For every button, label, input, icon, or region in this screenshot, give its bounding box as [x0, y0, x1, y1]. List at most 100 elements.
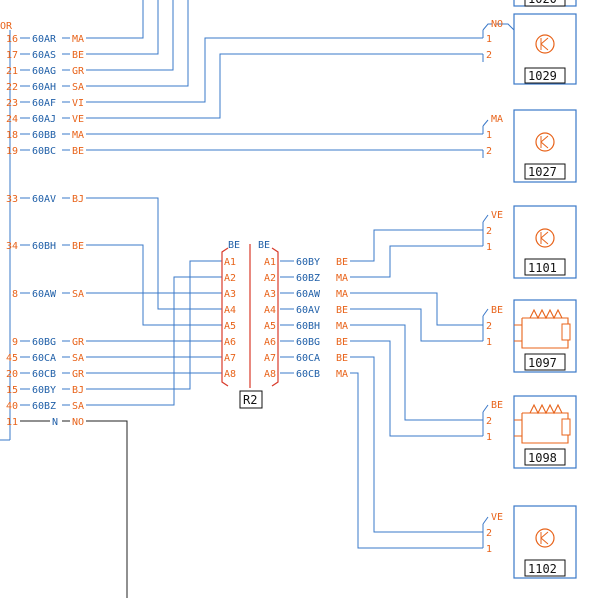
- net-label: 60AF: [32, 98, 56, 109]
- transistor-icon: [535, 228, 555, 248]
- transistor-icon: [535, 132, 555, 152]
- color-code: GR: [72, 369, 85, 380]
- net-label: 60AJ: [32, 114, 56, 125]
- left-row-60AG[interactable]: 21 60AG GR: [6, 66, 85, 77]
- splice-r2[interactable]: BE BE A1 A2 A3 A4 A5 A6 A7 A8 A1 A2 A3 A…: [221, 240, 348, 409]
- splice-right-bracket: [271, 247, 279, 387]
- net-label: 60BH: [296, 321, 320, 332]
- component-color: BE: [491, 305, 503, 316]
- pin-number: 20: [6, 369, 18, 380]
- color-code: BE: [336, 305, 348, 316]
- left-row-60AF[interactable]: 23 60AF VI: [6, 98, 84, 109]
- color-code: BE: [336, 337, 348, 348]
- component-box: [513, 13, 577, 85]
- component-1029[interactable]: NO 1 2 1029: [482, 13, 577, 85]
- component-color: VE: [491, 210, 503, 221]
- pin-number: 24: [6, 114, 18, 125]
- left-row-60AW[interactable]: 8 60AW SA: [12, 289, 84, 300]
- left-row-60BH[interactable]: 34 60BH BE: [6, 241, 84, 252]
- splice-pin: A4: [224, 305, 236, 316]
- left-row-60AR[interactable]: 16 60AR MA: [6, 34, 84, 45]
- color-code: VE: [72, 114, 84, 125]
- net-label: 60CA: [32, 353, 56, 364]
- splice-pin: A8: [264, 369, 276, 380]
- pin-number: 22: [6, 82, 18, 93]
- color-code: BE: [72, 50, 84, 61]
- pin-number: 21: [6, 66, 18, 77]
- net-label: 60AV: [32, 194, 56, 205]
- component-id: 1097: [528, 356, 557, 370]
- color-code: MA: [72, 130, 84, 141]
- left-row-60CB[interactable]: 20 60CB GR: [6, 369, 85, 380]
- splice-right-rows: 60BY BE 60BZ MA 60AW MA 60AV BE 60BH MA …: [280, 257, 348, 380]
- component-id: 1029: [528, 69, 557, 83]
- component-1020[interactable]: 1020: [513, 0, 577, 7]
- wires: [20, 0, 483, 598]
- left-row-60AS[interactable]: 17 60AS BE: [6, 50, 84, 61]
- pin-number: 23: [6, 98, 18, 109]
- component-pin: 1: [486, 432, 492, 443]
- component-id-box: [524, 448, 566, 466]
- splice-pin: A2: [264, 273, 276, 284]
- left-row-60BZ[interactable]: 40 60BZ SA: [6, 401, 84, 412]
- component-id: 1020: [528, 0, 557, 6]
- splice-pin: A4: [264, 305, 276, 316]
- left-row-60AJ[interactable]: 24 60AJ VE: [6, 114, 84, 125]
- color-code: MA: [72, 34, 84, 45]
- pin-number: 40: [6, 401, 18, 412]
- color-code: MA: [336, 289, 348, 300]
- left-row-N[interactable]: 11 N NO: [6, 417, 84, 428]
- pin-number: 45: [6, 353, 18, 364]
- component-1098[interactable]: BE 2 1 1098: [482, 395, 577, 469]
- component-color: VE: [491, 512, 503, 523]
- pin-number: 18: [6, 130, 18, 141]
- component-1101[interactable]: VE 2 1 1101: [482, 205, 577, 279]
- component-color: NO: [491, 19, 503, 30]
- component-id-box: [524, 258, 566, 276]
- left-row-60BY[interactable]: 15 60BY BJ: [6, 385, 84, 396]
- left-row-60BC[interactable]: 19 60BC BE: [6, 146, 84, 157]
- net-label: N: [52, 417, 58, 428]
- component-pin: 2: [486, 146, 492, 157]
- left-lead-segments: [20, 37, 70, 406]
- wire-60AJ: [86, 53, 483, 119]
- connector-bracket: [482, 308, 489, 341]
- wire-60AF: [86, 37, 483, 103]
- net-label: 60BY: [296, 257, 320, 268]
- left-row-60BG[interactable]: 9 60BG GR: [12, 337, 85, 348]
- splice-pin: A1: [224, 257, 236, 268]
- connector-bracket: [482, 516, 489, 548]
- splice-pin: A2: [224, 273, 236, 284]
- component-id: 1101: [528, 261, 557, 275]
- component-pin: 2: [486, 528, 492, 539]
- left-row-60AV[interactable]: 33 60AV BJ: [6, 194, 84, 205]
- wire-60CA-out: [350, 356, 483, 533]
- net-label: 60BG: [296, 337, 320, 348]
- color-code: BE: [72, 241, 84, 252]
- component-pin: 2: [486, 416, 492, 427]
- transistor-icon: [535, 528, 555, 548]
- transistor-symbol: [540, 135, 549, 149]
- component-1102[interactable]: VE 2 1 1102: [482, 505, 577, 579]
- component-id-box: [524, 67, 566, 84]
- left-row-60AH[interactable]: 22 60AH SA: [6, 82, 84, 93]
- component-id: 1027: [528, 165, 557, 179]
- connector-bracket: [482, 214, 489, 246]
- component-id-box: [524, 0, 566, 7]
- splice-id: R2: [243, 393, 257, 407]
- pin-number: 8: [12, 289, 18, 300]
- left-row-60CA[interactable]: 45 60CA SA: [6, 353, 84, 364]
- component-1097[interactable]: BE 2 1 1097: [482, 299, 577, 373]
- color-code: MA: [336, 273, 348, 284]
- net-label: 60CB: [32, 369, 56, 380]
- color-code: BJ: [72, 194, 84, 205]
- component-1027[interactable]: MA 1 2 1027: [482, 109, 577, 183]
- wire-60AS: [86, 0, 159, 55]
- left-connector-label: OR: [0, 21, 13, 32]
- left-row-60BB[interactable]: 18 60BB MA: [6, 130, 84, 141]
- component-id-box: [524, 353, 566, 371]
- resistor-element: [561, 418, 571, 436]
- color-code: BE: [72, 146, 84, 157]
- connector-bracket: [482, 404, 489, 436]
- wire-60AW-out: [350, 292, 483, 326]
